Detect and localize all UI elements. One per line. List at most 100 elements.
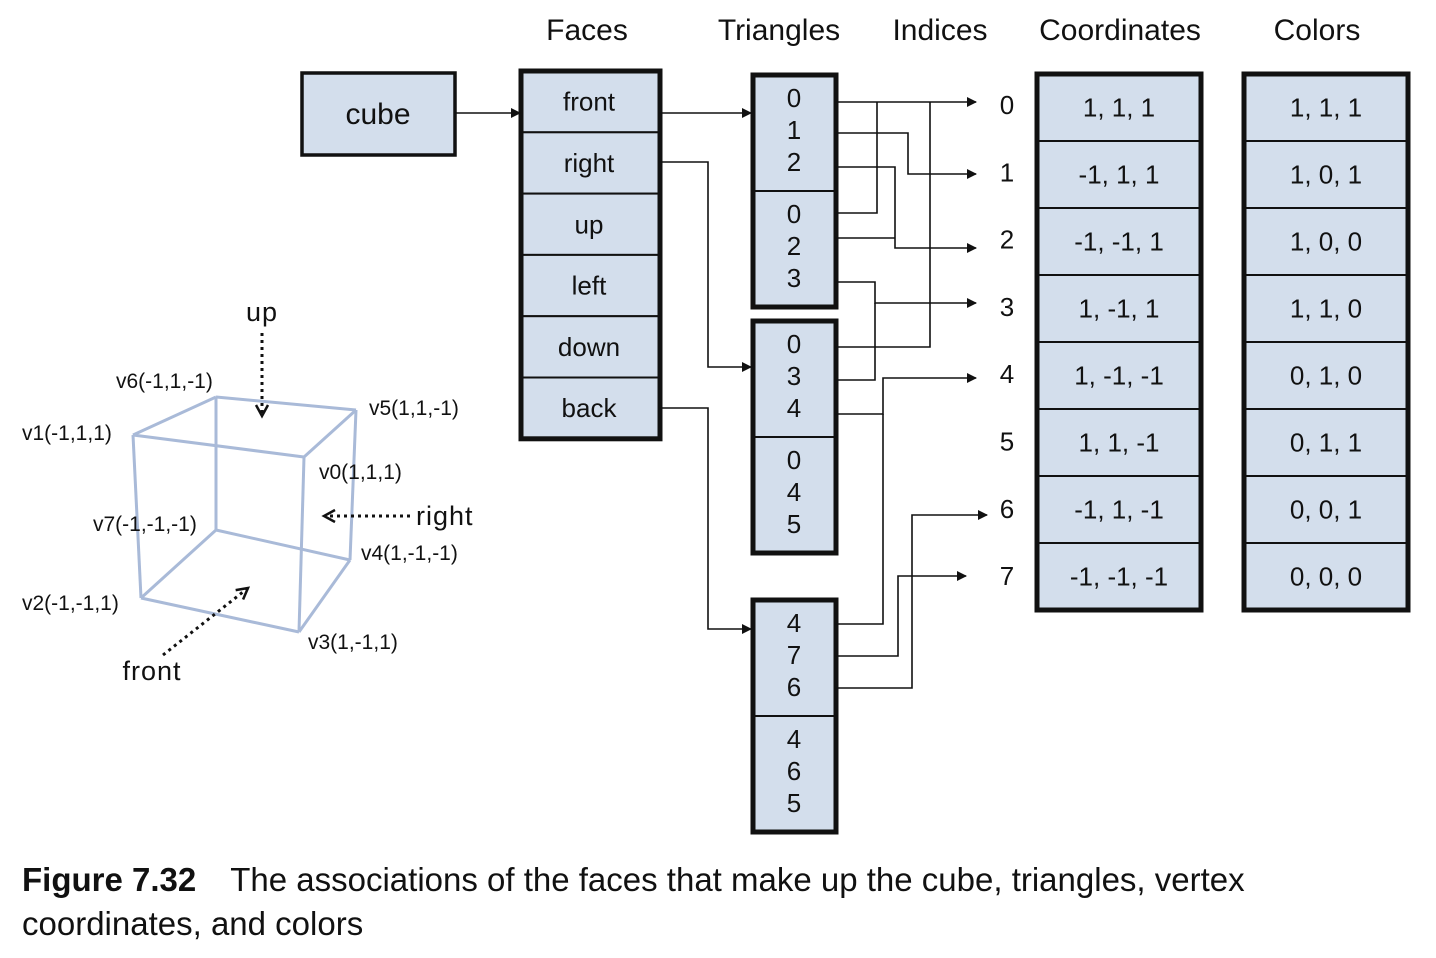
color-text: 1, 1, 0 — [1290, 294, 1362, 324]
coordinate-text: -1, 1, -1 — [1074, 495, 1164, 525]
triangle-vertex-index: 0 — [787, 329, 801, 359]
face-text: up — [575, 209, 604, 239]
link-t2-4 — [835, 373, 977, 415]
color-cell — [1243, 274, 1409, 343]
cube-label: cube — [345, 98, 410, 131]
color-text: 0, 1, 0 — [1290, 361, 1362, 391]
vertex-label-v7: v7(-1,-1,-1) — [93, 513, 197, 536]
connector-back-tri — [659, 407, 752, 634]
caption-figure-number: Figure 7.32 — [22, 861, 197, 898]
triangle-vertex-index: 6 — [787, 756, 801, 786]
vertex-label-v0: v0(1,1,1) — [319, 461, 402, 484]
face-text: right — [564, 148, 615, 178]
triangle-vertex-index: 5 — [787, 788, 801, 818]
triangle-vertex-index: 0 — [787, 199, 801, 229]
triangle-group-frame — [750, 72, 839, 310]
link-t6-6 — [835, 510, 988, 689]
index-label: 2 — [1000, 225, 1014, 255]
coordinate-cell — [1036, 341, 1202, 410]
triangle-vertex-index: 4 — [787, 608, 801, 638]
color-frame — [1241, 71, 1411, 613]
link-t0-2 — [835, 166, 977, 253]
coordinates-table: 1, 1, 1 -1, 1, 1 -1, -1, 1 1, -1, 1 1, -1, -… — [1034, 71, 1204, 613]
cube-3d: v6(-1,1,-1) v5(1,1,-1) v1(-1,1,1) v0(1,1… — [22, 297, 474, 686]
color-text: 1, 1, 1 — [1290, 93, 1362, 123]
connectors — [455, 97, 988, 689]
link-t0-1 — [835, 132, 977, 179]
cube-association-diagram: Faces Triangles Indices Coordinates Colo… — [22, 14, 1411, 835]
indices-header: Indices — [892, 14, 987, 47]
triangle-vertex-index: 3 — [787, 361, 801, 391]
coordinate-cell — [1036, 274, 1202, 343]
face-text: left — [572, 271, 607, 301]
color-cell — [1243, 140, 1409, 209]
connector-right-tri — [659, 161, 752, 372]
color-text: 0, 1, 1 — [1290, 428, 1362, 458]
coordinate-text: -1, 1, 1 — [1079, 160, 1160, 190]
face-text: front — [563, 87, 616, 117]
triangle-cell — [752, 599, 837, 717]
coordinate-text: 1, -1, 1 — [1079, 294, 1160, 324]
vertex-label-v2: v2(-1,-1,1) — [22, 592, 119, 615]
triangle-group-frame — [750, 318, 839, 556]
color-text: 1, 0, 1 — [1290, 160, 1362, 190]
cube-box: cube — [300, 71, 457, 157]
direction-front-arrow — [162, 586, 251, 657]
triangle-vertex-index: 5 — [787, 509, 801, 539]
coordinate-text: 1, -1, -1 — [1074, 361, 1164, 391]
triangle-vertex-index: 4 — [787, 393, 801, 423]
vertex-label-v4: v4(1,-1,-1) — [361, 542, 458, 565]
color-text: 0, 0, 1 — [1290, 495, 1362, 525]
triangle-vertex-index: 7 — [787, 640, 801, 670]
link-t6-7 — [835, 571, 967, 657]
coordinates-header: Coordinates — [1039, 14, 1201, 47]
coordinate-text: 1, 1, -1 — [1079, 428, 1160, 458]
index-label: 5 — [1000, 427, 1014, 457]
link-t2-3 — [835, 303, 876, 381]
triangle-group-frame — [750, 597, 839, 835]
direction-front-label: front — [122, 656, 181, 686]
coordinate-frame — [1034, 71, 1204, 613]
face-text: back — [562, 393, 618, 423]
index-label: 1 — [1000, 157, 1014, 187]
triangle-vertex-index: 4 — [787, 477, 801, 507]
vertex-label-v1: v1(-1,1,1) — [22, 422, 112, 445]
vertex-label-v5: v5(1,1,-1) — [369, 397, 459, 420]
vertex-label-v6: v6(-1,1,-1) — [116, 370, 213, 393]
coordinate-text: 1, 1, 1 — [1083, 93, 1155, 123]
color-text: 0, 0, 0 — [1290, 562, 1362, 592]
triangle-vertex-index: 0 — [787, 83, 801, 113]
index-label: 7 — [1000, 561, 1014, 591]
link-t2-0 — [835, 102, 931, 348]
faces-header: Faces — [546, 14, 628, 47]
triangles-header: Triangles — [718, 14, 840, 47]
index-label: 4 — [1000, 359, 1014, 389]
coordinate-text: -1, -1, 1 — [1074, 227, 1164, 257]
coordinate-text: -1, -1, -1 — [1070, 562, 1168, 592]
index-label: 6 — [1000, 494, 1014, 524]
caption-text: The associations of the faces that make … — [22, 861, 1245, 942]
face-frame — [518, 68, 663, 442]
direction-up-label: up — [246, 297, 278, 327]
index-label: 3 — [1000, 292, 1014, 322]
face-cell — [520, 70, 661, 134]
triangle-vertex-index: 2 — [787, 147, 801, 177]
indices-list: 0 1 2 3 4 5 6 7 — [1000, 90, 1014, 591]
triangle-vertex-index: 2 — [787, 231, 801, 261]
index-label: 0 — [1000, 90, 1014, 120]
triangle-cell — [752, 190, 837, 308]
colors-table: 1, 1, 1 1, 0, 1 1, 0, 0 1, 1, 0 0, 1, 0 0, 1,… — [1241, 71, 1411, 613]
color-text: 1, 0, 0 — [1290, 227, 1362, 257]
triangle-vertex-index: 6 — [787, 672, 801, 702]
direction-right-label: right — [416, 501, 474, 531]
triangle-vertex-index: 0 — [787, 445, 801, 475]
link-t6-4 — [835, 414, 884, 625]
triangle-vertex-index: 1 — [787, 115, 801, 145]
vertex-label-v3: v3(1,-1,1) — [308, 631, 398, 654]
